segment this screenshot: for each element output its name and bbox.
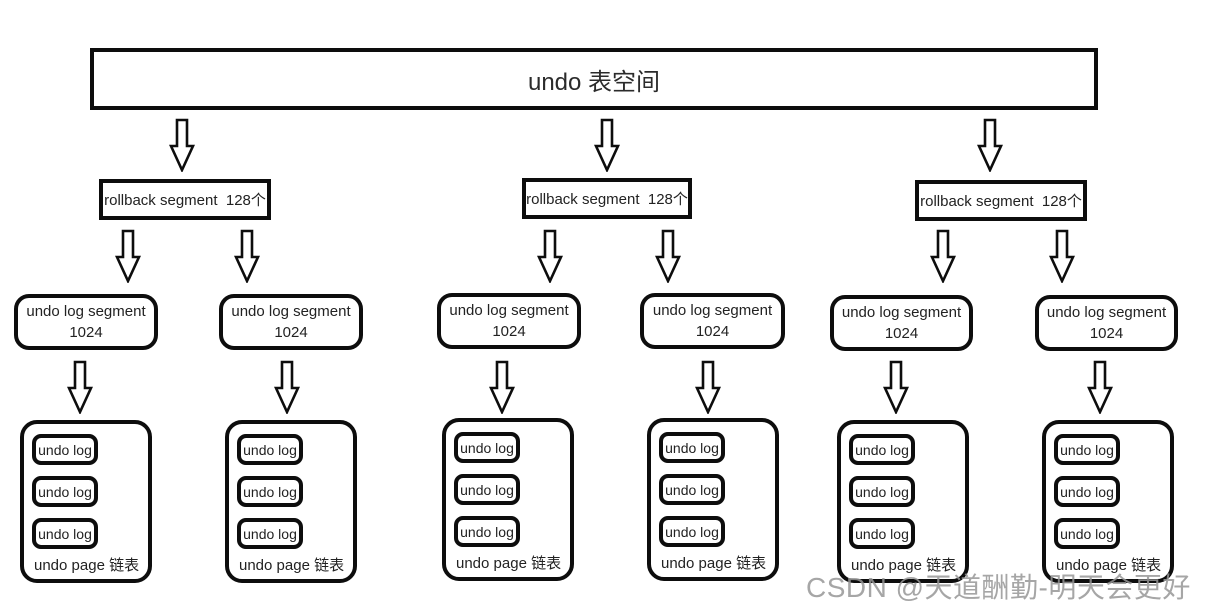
undo-log-segment-count: 1024 [884, 325, 919, 342]
undo-log-label: undo log [855, 525, 909, 542]
undo-log-segment-name: undo log segment [1046, 304, 1167, 321]
down-arrow-icon [695, 360, 721, 414]
undo-log-box: undo log [237, 476, 303, 507]
undo-log-box: undo log [659, 432, 725, 463]
undo-log-label: undo log [243, 525, 297, 542]
rollback-segment-label: rollback segment 128个 [920, 193, 1082, 210]
undo-log-segment-box: undo log segment 1024 [14, 294, 158, 350]
undo-log-label: undo log [1060, 441, 1114, 458]
undo-tablespace-box: undo 表空间 [90, 48, 1098, 110]
down-arrow-icon [930, 229, 956, 283]
undo-log-label: undo log [855, 483, 909, 500]
undo-log-box: undo log [1054, 476, 1120, 507]
undo-log-label: undo log [38, 483, 92, 500]
undo-page-list-label: undo page 链表 [239, 557, 345, 574]
undo-log-box: undo log [659, 474, 725, 505]
undo-log-label: undo log [855, 441, 909, 458]
undo-log-segment-box: undo log segment 1024 [830, 295, 973, 351]
undo-log-label: undo log [1060, 525, 1114, 542]
down-arrow-icon [489, 360, 515, 414]
rollback-segment-box: rollback segment 128个 [99, 179, 271, 220]
undo-log-segment-name: undo log segment [652, 302, 773, 319]
undo-log-segment-count: 1024 [274, 324, 308, 341]
undo-log-label: undo log [665, 439, 719, 456]
down-arrow-icon [537, 229, 563, 283]
down-arrow-icon [234, 229, 260, 283]
undo-log-box: undo log [237, 434, 303, 465]
down-arrow-icon [655, 229, 681, 283]
undo-log-segment-count: 1024 [695, 323, 730, 340]
undo-log-label: undo log [460, 439, 514, 456]
undo-log-box: undo log [849, 476, 915, 507]
undo-log-box: undo log [1054, 518, 1120, 549]
rollback-segment-label: rollback segment 128个 [104, 192, 266, 209]
undo-log-label: undo log [665, 481, 719, 498]
down-arrow-icon [169, 118, 195, 172]
down-arrow-icon [274, 360, 300, 414]
undo-log-label: undo log [243, 483, 297, 500]
undo-log-box: undo log [454, 432, 520, 463]
down-arrow-icon [1087, 360, 1113, 414]
undo-log-box: undo log [659, 516, 725, 547]
undo-log-segment-name: undo log segment [26, 303, 146, 320]
undo-log-box: undo log [237, 518, 303, 549]
undo-log-segment-count: 1024 [1089, 325, 1124, 342]
undo-log-box: undo log [849, 518, 915, 549]
undo-page-list-container: undo log undo log undo log undo page 链表 [837, 420, 969, 583]
undo-log-segment-box: undo log segment 1024 [437, 293, 581, 349]
undo-page-list-label: undo page 链表 [661, 555, 767, 572]
down-arrow-icon [594, 118, 620, 172]
down-arrow-icon [67, 360, 93, 414]
undo-log-label: undo log [460, 523, 514, 540]
down-arrow-icon [977, 118, 1003, 172]
undo-log-box: undo log [454, 516, 520, 547]
undo-log-label: undo log [38, 525, 92, 542]
undo-log-segment-name: undo log segment [449, 302, 569, 319]
undo-log-box: undo log [32, 476, 98, 507]
undo-log-label: undo log [460, 481, 514, 498]
undo-log-segment-box: undo log segment 1024 [1035, 295, 1178, 351]
undo-log-segment-count: 1024 [69, 324, 103, 341]
rollback-segment-label: rollback segment 128个 [526, 191, 688, 208]
undo-log-segment-name: undo log segment [841, 304, 962, 321]
undo-page-list-label: undo page 链表 [34, 557, 140, 574]
undo-page-list-container: undo log undo log undo log undo page 链表 [225, 420, 357, 583]
undo-page-list-container: undo log undo log undo log undo page 链表 [442, 418, 574, 581]
undo-log-segment-box: undo log segment 1024 [640, 293, 785, 349]
undo-page-list-container: undo log undo log undo log undo page 链表 [20, 420, 152, 583]
rollback-segment-box: rollback segment 128个 [915, 180, 1087, 221]
undo-page-list-label: undo page 链表 [456, 555, 562, 572]
undo-log-box: undo log [849, 434, 915, 465]
down-arrow-icon [883, 360, 909, 414]
undo-log-label: undo log [38, 441, 92, 458]
down-arrow-icon [1049, 229, 1075, 283]
undo-log-label: undo log [243, 441, 297, 458]
watermark: CSDN @天道酬勤-明天会更好 [806, 572, 1191, 603]
undo-log-box: undo log [32, 518, 98, 549]
undo-log-box: undo log [32, 434, 98, 465]
undo-log-label: undo log [665, 523, 719, 540]
undo-log-box: undo log [1054, 434, 1120, 465]
undo-page-list-label: undo page 链表 [851, 557, 957, 574]
undo-log-segment-count: 1024 [492, 323, 526, 340]
undo-log-box: undo log [454, 474, 520, 505]
undo-tablespace-label: undo 表空间 [527, 68, 661, 96]
rollback-segment-box: rollback segment 128个 [522, 178, 692, 219]
undo-page-list-label: undo page 链表 [1056, 557, 1162, 574]
undo-log-label: undo log [1060, 483, 1114, 500]
down-arrow-icon [115, 229, 141, 283]
undo-log-segment-box: undo log segment 1024 [219, 294, 363, 350]
undo-page-list-container: undo log undo log undo log undo page 链表 [1042, 420, 1174, 583]
undo-page-list-container: undo log undo log undo log undo page 链表 [647, 418, 779, 581]
undo-log-segment-name: undo log segment [231, 303, 351, 320]
